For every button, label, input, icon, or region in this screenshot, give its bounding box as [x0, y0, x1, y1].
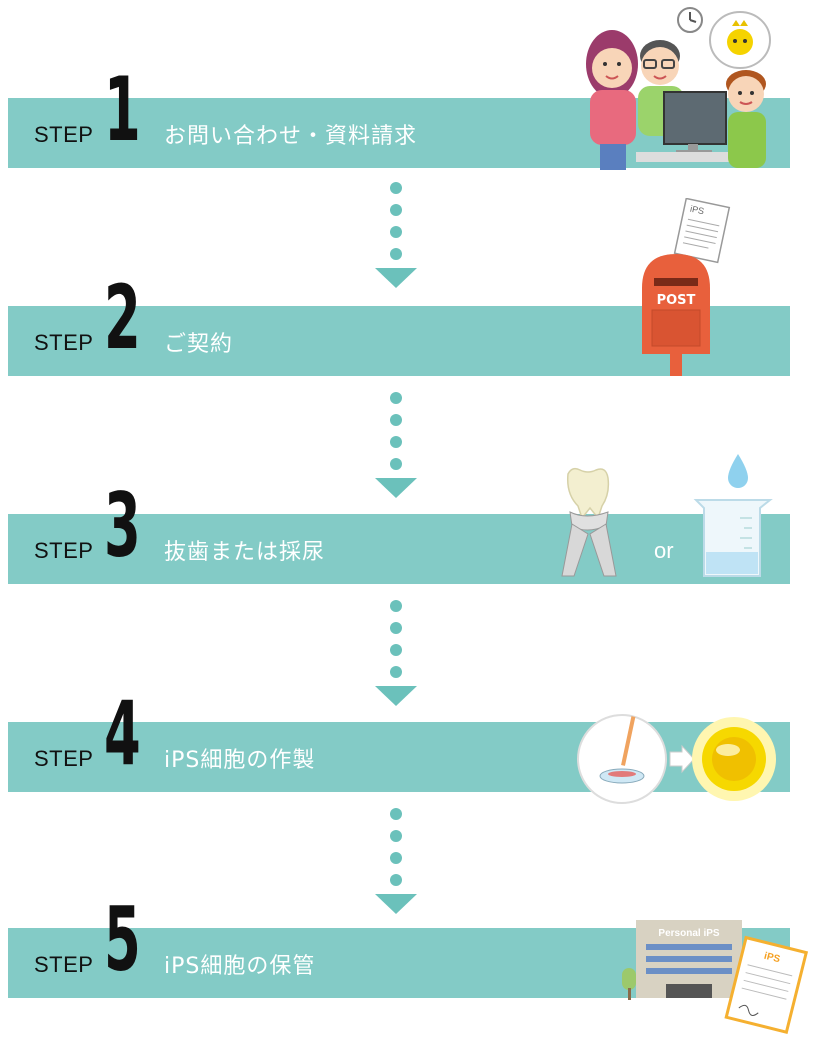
cell-culture-illustration [577, 714, 776, 804]
building-sign: Personal iPS [658, 928, 719, 939]
connector-dot [390, 182, 402, 194]
beaker-illustration [693, 454, 773, 577]
step-3-band: STEP 3 抜歯または採尿 or [8, 482, 790, 584]
connector-dot [390, 458, 402, 470]
step-2-word: STEP [34, 330, 94, 355]
step-1-word: STEP [34, 122, 94, 147]
or-text: or [654, 538, 674, 563]
step-1-label: お問い合わせ・資料請求 [164, 124, 418, 149]
step-3-number: 3 [104, 474, 141, 577]
step-5-label: iPS細胞の保管 [164, 954, 316, 979]
step-2-number: 2 [104, 266, 141, 369]
connector-dot [390, 226, 402, 238]
connector-1 [375, 182, 417, 290]
down-arrow-icon [375, 268, 417, 288]
connector-dot [390, 830, 402, 842]
certificate-label: iPS [763, 951, 782, 966]
connector-dot [390, 204, 402, 216]
storage-building-illustration: Personal iPS iPS [622, 920, 809, 1035]
connector-dot [390, 622, 402, 634]
step-4-word: STEP [34, 746, 94, 771]
step-1-number: 1 [104, 58, 141, 161]
connector-dot [390, 436, 402, 448]
down-arrow-icon [375, 894, 417, 914]
connector-dot [390, 600, 402, 612]
down-arrow-icon [375, 478, 417, 498]
step-5-word: STEP [34, 952, 94, 977]
connector-4 [375, 808, 417, 916]
connector-dot [390, 874, 402, 886]
connector-2 [375, 392, 417, 500]
connector-dot [390, 666, 402, 678]
tooth-forceps-illustration [561, 467, 617, 577]
family-computer-illustration [586, 7, 771, 170]
connector-dot [390, 852, 402, 864]
step-3-label: 抜歯または採尿 [164, 540, 326, 565]
connector-dot [390, 248, 402, 260]
post-label: POST [657, 293, 696, 308]
connector-3 [375, 600, 417, 708]
step-2-label: ご契約 [164, 332, 234, 357]
document-label: iPS [689, 204, 705, 217]
post-box-illustration: iPS POST [642, 198, 731, 376]
step-4-number: 4 [104, 682, 141, 785]
step-5-number: 5 [104, 888, 141, 991]
step-3-word: STEP [34, 538, 94, 563]
connector-dot [390, 414, 402, 426]
connector-dot [390, 644, 402, 656]
connector-dot [390, 808, 402, 820]
step-4-label: iPS細胞の作製 [164, 748, 316, 773]
down-arrow-icon [375, 686, 417, 706]
connector-dot [390, 392, 402, 404]
